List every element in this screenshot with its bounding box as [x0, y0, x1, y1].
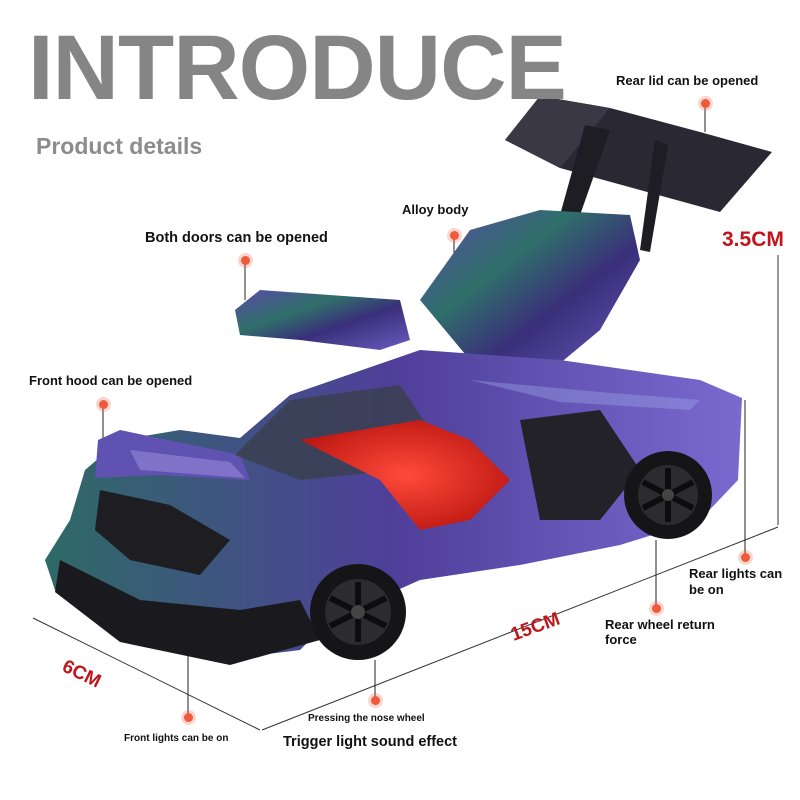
callout-dot-rear-lid [701, 99, 710, 108]
rear-wheel [624, 451, 712, 539]
callout-dot-nose-wheel [371, 696, 380, 705]
dimension-height: 3.5CM [722, 228, 784, 251]
rear-wing [505, 96, 772, 292]
dimension-lines [32, 255, 779, 731]
left-door [235, 290, 410, 350]
interior [300, 420, 510, 530]
callout-front-lights: Front lights can be on [124, 733, 229, 744]
callout-dot-front-lights [184, 713, 193, 722]
callout-rear-lights-line2: be on [689, 582, 724, 597]
callout-dot-rear-wheel [652, 604, 661, 613]
callout-front-hood: Front hood can be opened [29, 373, 193, 388]
callout-dot-front-hood [99, 400, 108, 409]
front-wheel [310, 564, 406, 660]
callout-doors: Both doors can be opened [145, 230, 328, 246]
page-title: INTRODUCE [28, 17, 567, 119]
callout-alloy-body: Alloy body [402, 202, 469, 217]
callout-rear-lights-line1: Rear lights can [689, 566, 783, 581]
front-grille [55, 560, 320, 665]
callout-dot-alloy-body [450, 231, 459, 240]
callout-rear-wheel-line1: Rear wheel return [605, 617, 715, 632]
raised-door [420, 210, 640, 380]
callout-rear-wheel-line2: force [605, 632, 637, 647]
callout-trigger: Trigger light sound effect [283, 734, 458, 750]
callout-dot-rear-lights [741, 553, 750, 562]
callout-dot-doors [241, 256, 250, 265]
callout-rear-lid: Rear lid can be opened [616, 73, 759, 88]
page-subtitle: Product details [36, 133, 203, 159]
callout-nose-wheel: Pressing the nose wheel [308, 713, 425, 724]
